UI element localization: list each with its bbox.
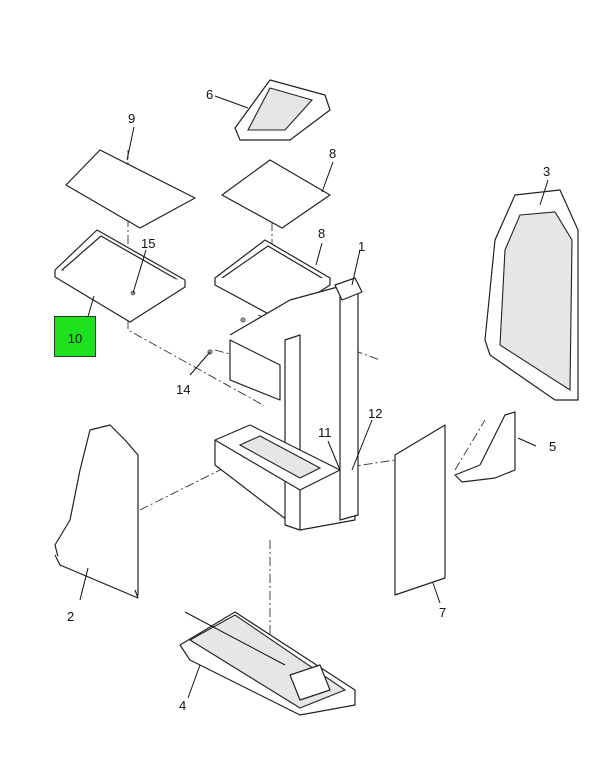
callout-7: 7 [439, 605, 447, 620]
callout-14: 14 [176, 382, 191, 397]
callout-1: 1 [358, 239, 366, 254]
part-2-front-panel [54, 424, 139, 599]
part-6-cap [234, 79, 331, 141]
callout-13: 12 [368, 406, 383, 421]
part-10-frame [54, 229, 186, 323]
callout-6: 6 [206, 87, 214, 102]
callout-11: 9 [128, 111, 136, 126]
callout-15: 15 [141, 236, 156, 251]
part-11-panel [65, 149, 196, 229]
callout-12: 11 [318, 425, 332, 440]
callout-10-highlight[interactable]: 10 [54, 316, 96, 357]
callout-9: 8 [329, 146, 337, 161]
part-3-back-panel [484, 189, 579, 401]
callout-2: 2 [67, 609, 75, 624]
part-7-side-panel [394, 424, 446, 596]
callout-5: 5 [549, 439, 557, 454]
part-4-base [179, 611, 356, 716]
callout-10: 10 [67, 331, 83, 346]
part-5-trim [454, 411, 516, 483]
callout-8: 8 [318, 226, 326, 241]
part-9-panel [221, 159, 331, 229]
callout-4: 4 [179, 698, 187, 713]
callout-3: 3 [543, 164, 551, 179]
part-1-frame-assembly [214, 277, 363, 531]
